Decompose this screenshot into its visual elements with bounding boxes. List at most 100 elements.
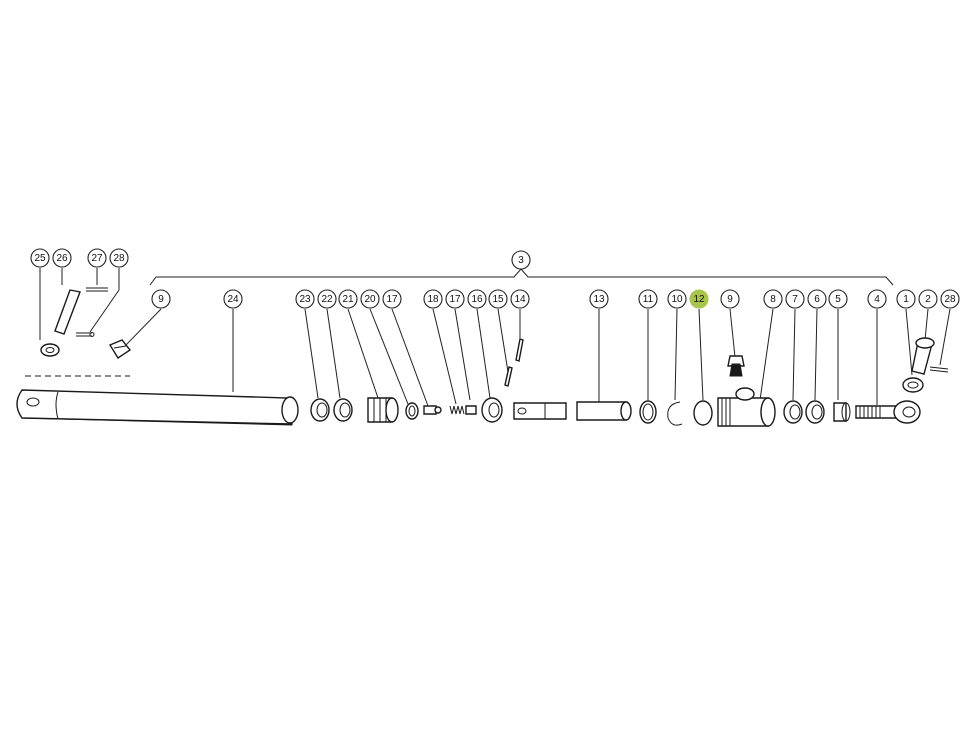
callout-circle [338,289,358,309]
part-17-valve [423,405,442,415]
callout-circle [511,250,531,270]
callout-13: 13 [589,289,609,309]
callout-circle [689,289,709,309]
callout-6: 6 [807,289,827,309]
part-16-ring [481,397,503,423]
part-piston-rod [513,402,567,420]
callout-27: 27 [87,248,107,268]
callout-label: 16 [471,294,483,305]
callout-26: 26 [52,248,72,268]
callout-label: 7 [792,294,798,305]
callout-label: 13 [593,294,605,305]
callout-circle [151,289,171,309]
callout-circle [940,289,960,309]
callout-label: 4 [874,294,880,305]
callout-label: 6 [814,294,820,305]
callout-28: 28 [940,289,960,309]
callout-label: 12 [693,294,705,305]
callout-circle [488,289,508,309]
callout-circle [867,289,887,309]
callout-label: 5 [835,294,841,305]
part-22-ring [333,398,353,422]
part-14-pin [515,338,524,362]
callout-18: 18 [423,289,443,309]
part-9-grease-nipple [727,355,745,377]
callout-circle [223,289,243,309]
callout-circle [720,289,740,309]
callout-label: 1 [903,294,909,305]
callout-label: 14 [514,294,526,305]
callout-9: 9 [151,289,171,309]
part-20-o-ring [405,402,419,420]
callout-label: 23 [299,294,311,305]
callout-10: 10 [667,289,687,309]
part-7-ring [783,400,803,424]
callout-5: 5 [828,289,848,309]
callout-circle [510,289,530,309]
callout-circle [360,289,380,309]
callout-circle [30,248,50,268]
callout-label: 10 [671,294,683,305]
callout-9: 9 [720,289,740,309]
callout-label: 9 [158,294,164,305]
part-26-pin [54,289,81,335]
callout-circle [589,289,609,309]
part-13-tube [576,401,632,421]
leader-lines [39,268,951,407]
callout-label: 18 [427,294,439,305]
callout-label: 28 [944,294,956,305]
callout-circle [52,248,72,268]
callout-8: 8 [763,289,783,309]
callout-16: 16 [467,289,487,309]
callout-circle [382,289,402,309]
part-10-circlip [667,401,683,426]
callout-circle [896,289,916,309]
callout-label: 26 [56,253,68,264]
callout-1: 1 [896,289,916,309]
callout-circle [317,289,337,309]
part-6-ring [805,400,825,424]
callout-label: 28 [113,253,125,264]
callout-circle [445,289,465,309]
parts [16,287,949,427]
callout-24: 24 [223,289,243,309]
callout-label: 25 [34,253,46,264]
callout-15: 15 [488,289,508,309]
part-11-ring [639,400,657,424]
callout-2: 2 [918,289,938,309]
callout-21: 21 [338,289,358,309]
callout-23: 23 [295,289,315,309]
part-17-valve [465,405,477,415]
callout-label: 27 [91,253,103,264]
part-28-cotter-pin [929,366,949,373]
callout-label: 8 [770,294,776,305]
assembly-bracket [149,268,894,286]
callout-label: 24 [227,294,239,305]
callout-circle [87,248,107,268]
callout-14: 14 [510,289,530,309]
callout-7: 7 [785,289,805,309]
callout-25: 25 [30,248,50,268]
callout-circle [918,289,938,309]
callout-circle [638,289,658,309]
callout-circle [109,248,129,268]
callout-circle [828,289,848,309]
callout-circle [295,289,315,309]
callout-22: 22 [317,289,337,309]
callout-label: 9 [727,294,733,305]
callout-circle [667,289,687,309]
part-1-washer [902,377,924,393]
callout-label: 20 [364,294,376,305]
part-28-cotter-pin [76,332,95,337]
callout-circle [785,289,805,309]
part-2-pin [911,337,935,375]
callout-label: 17 [386,294,398,305]
callout-circle [763,289,783,309]
part-27-pin [86,287,108,292]
callout-17: 17 [445,289,465,309]
part-8-cylinder-head [717,387,776,427]
callout-circle [807,289,827,309]
callout-label: 3 [518,255,524,266]
